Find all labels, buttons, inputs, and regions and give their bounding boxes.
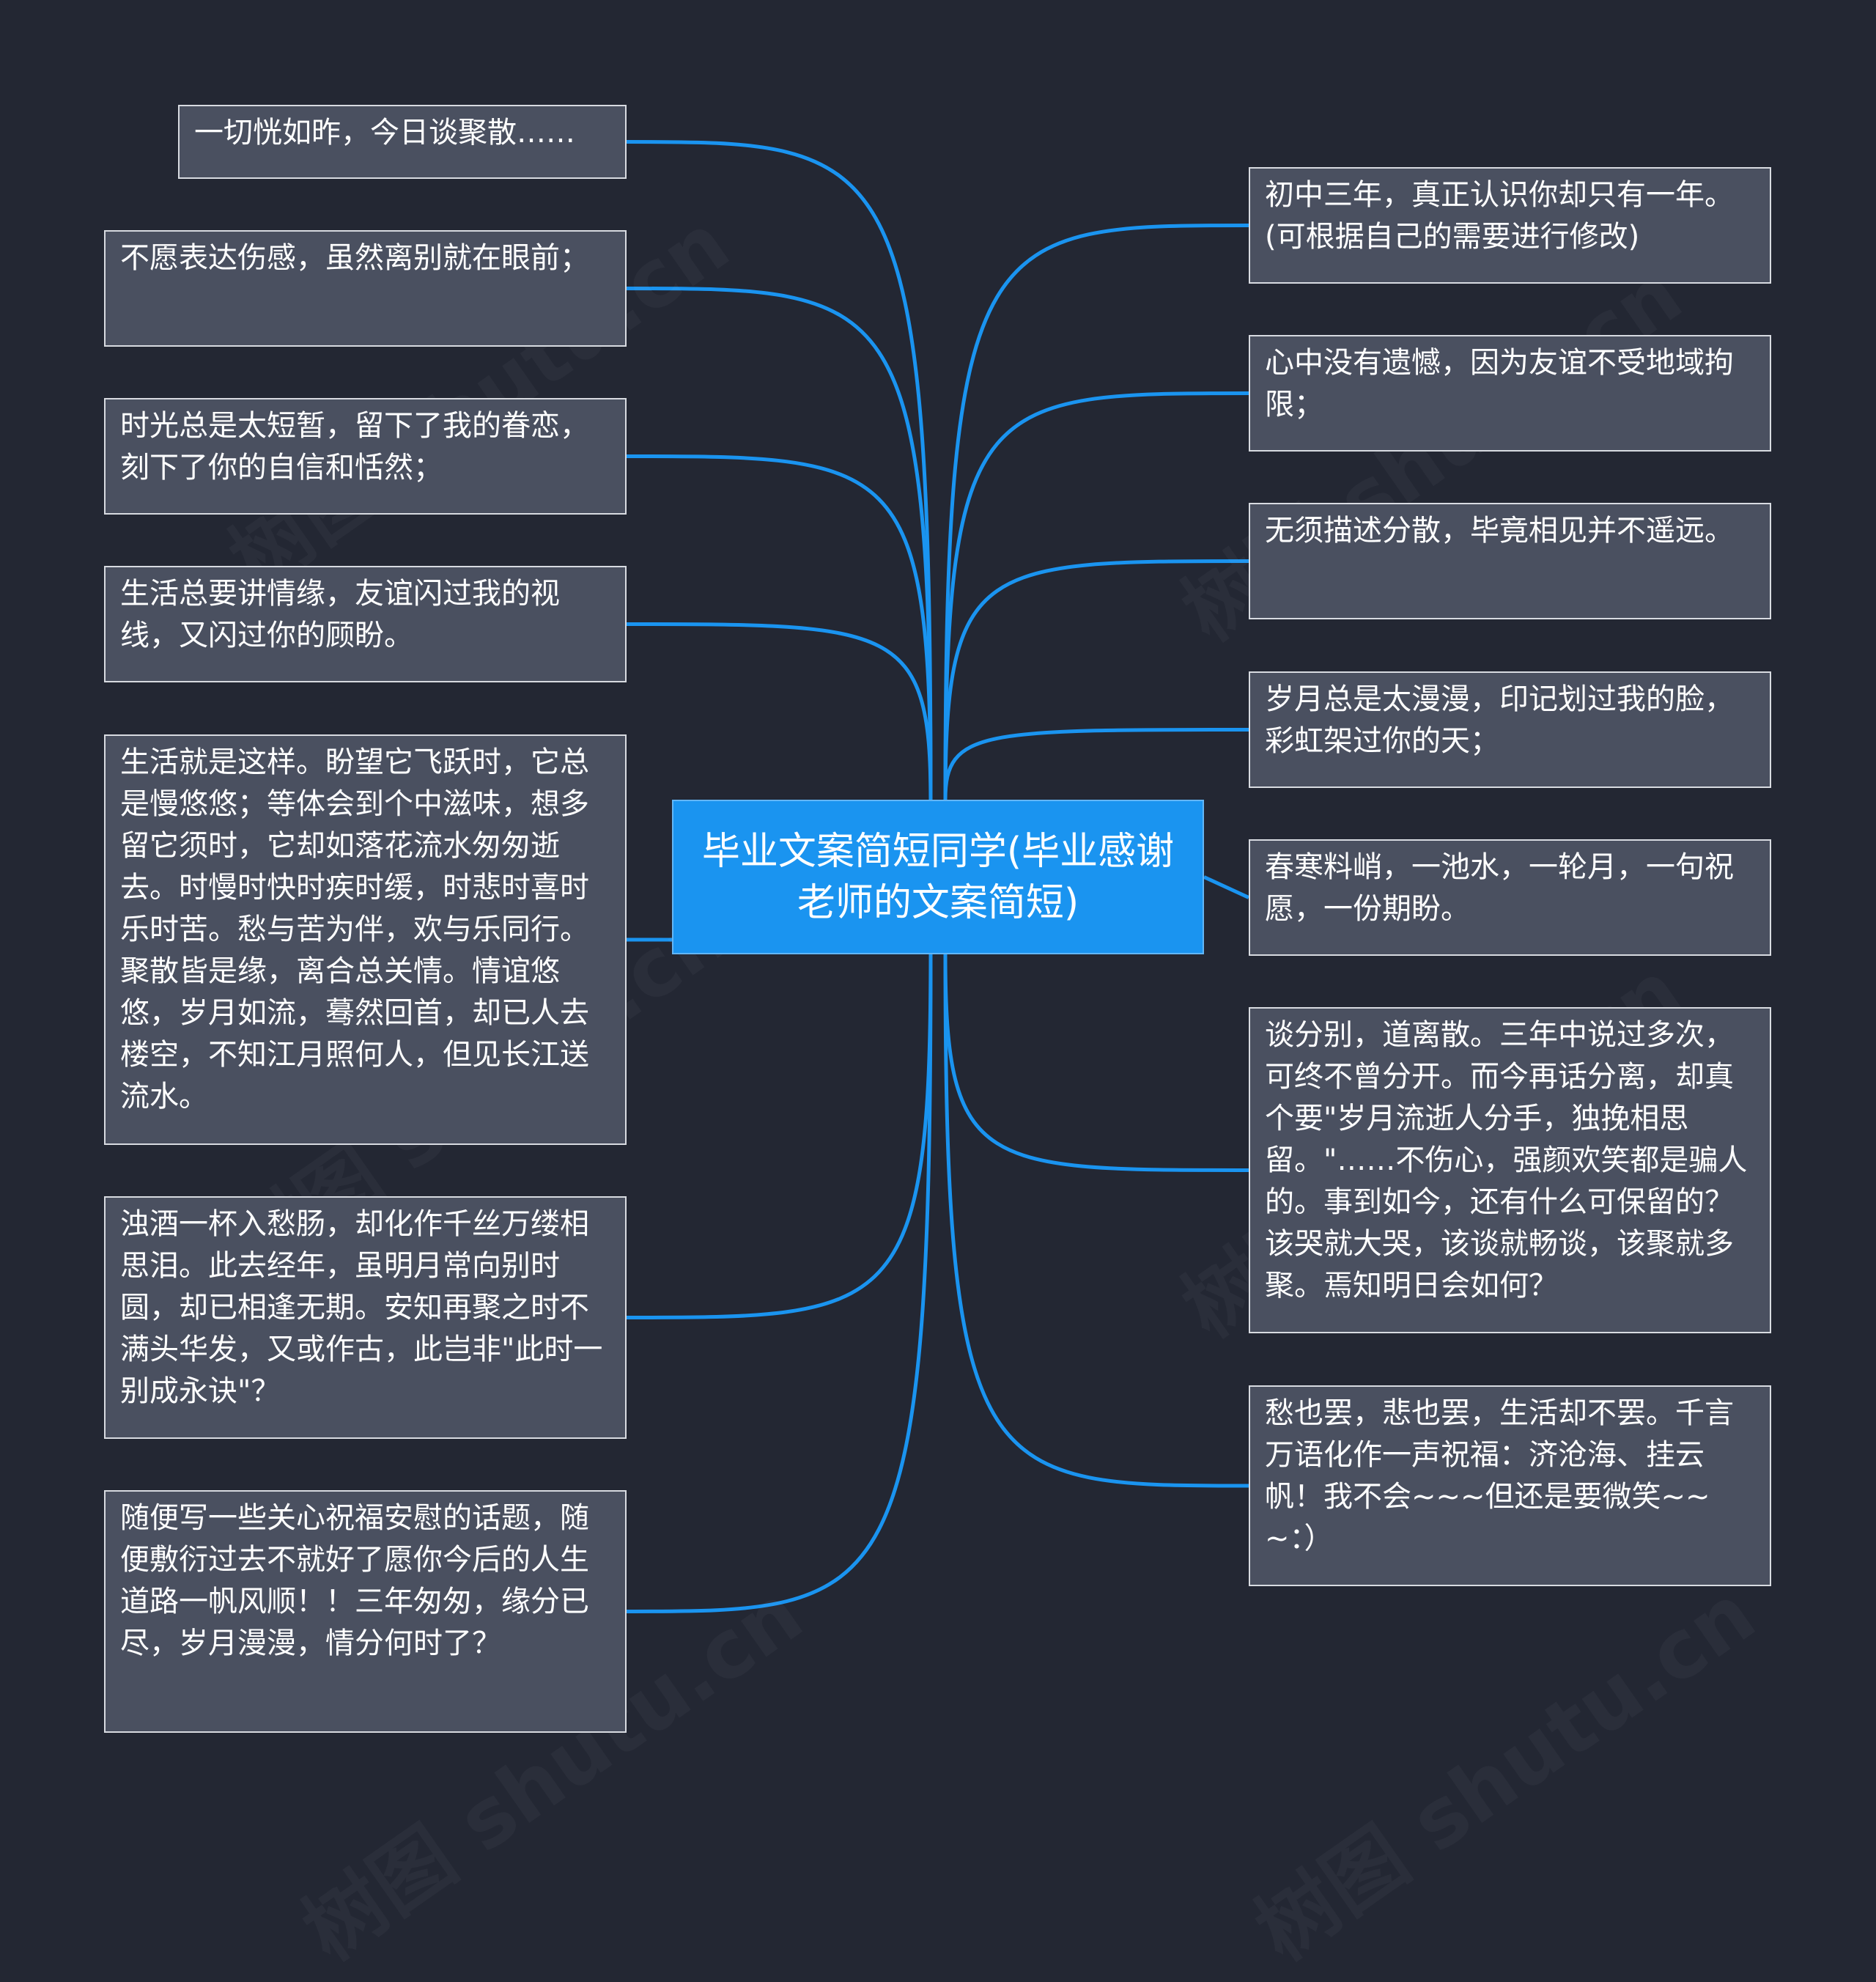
node-text: 春寒料峭，一池水，一轮月，一句祝愿，一份期盼。 (1265, 850, 1734, 926)
right-node[interactable]: 心中没有遗憾，因为友谊不受地域拘限； (1249, 335, 1771, 452)
node-text: 愁也罢，悲也罢，生活却不罢。千言万语化作一声祝福：济沧海、挂云帆！我不会~~~但… (1265, 1396, 1734, 1555)
right-node[interactable]: 初中三年，真正认识你却只有一年。(可根据自己的需要进行修改) (1249, 167, 1771, 284)
right-node[interactable]: 春寒料峭，一池水，一轮月，一句祝愿，一份期盼。 (1249, 839, 1771, 956)
right-node[interactable]: 无须描述分散，毕竟相见并不遥远。 (1249, 503, 1771, 619)
right-node[interactable]: 岁月总是太漫漫，印记划过我的脸，彩虹架过你的天； (1249, 671, 1771, 788)
node-text: 浊酒一杯入愁肠，却化作千丝万缕相思泪。此去经年，虽明月常向别时圆，却已相逢无期。… (120, 1207, 603, 1408)
connector-line (626, 622, 933, 800)
connector-line (943, 954, 1249, 1488)
left-node[interactable]: 生活就是这样。盼望它飞跃时，它总是慢悠悠；等体会到个中滋味，想多留它须时，它却如… (104, 734, 627, 1145)
node-text: 一切恍如昨，今日谈聚散…… (194, 116, 575, 150)
node-text: 岁月总是太漫漫，印记划过我的脸，彩虹架过你的天； (1265, 682, 1734, 758)
right-node[interactable]: 谈分别，道离散。三年中说过多次，可终不曾分开。而今再话分离，却真个要"岁月流逝人… (1249, 1007, 1771, 1333)
connector-line (943, 728, 1249, 800)
node-text: 初中三年，真正认识你却只有一年。(可根据自己的需要进行修改) (1265, 178, 1734, 254)
left-node[interactable]: 时光总是太短暂，留下了我的眷恋，刻下了你的自信和恬然； (104, 398, 627, 515)
connector-line (626, 140, 933, 800)
central-topic[interactable]: 毕业文案简短同学(毕业感谢老师的文案简短) (672, 800, 1204, 954)
right-node[interactable]: 愁也罢，悲也罢，生活却不罢。千言万语化作一声祝福：济沧海、挂云帆！我不会~~~但… (1249, 1385, 1771, 1586)
node-text: 生活就是这样。盼望它飞跃时，它总是慢悠悠；等体会到个中滋味，想多留它须时，它却如… (120, 745, 589, 1113)
left-node[interactable]: 随便写一些关心祝福安慰的话题，随便敷衍过去不就好了愿你今后的人生道路一帆风顺！！… (104, 1490, 627, 1733)
connector-lines (626, 140, 1250, 1613)
connector-line (943, 954, 1249, 1172)
node-text: 无须描述分散，毕竟相见并不遥远。 (1265, 514, 1734, 548)
connector-line (626, 954, 933, 1613)
connector-line (626, 954, 933, 1319)
left-node[interactable]: 浊酒一杯入愁肠，却化作千丝万缕相思泪。此去经年，虽明月常向别时圆，却已相逢无期。… (104, 1196, 627, 1439)
connector-line (1203, 875, 1250, 899)
central-topic-label: 毕业文案简短同学(毕业感谢老师的文案简短) (701, 829, 1175, 925)
node-text: 谈分别，道离散。三年中说过多次，可终不曾分开。而今再话分离，却真个要"岁月流逝人… (1265, 1018, 1748, 1303)
left-node[interactable]: 不愿表达伤感，虽然离别就在眼前； (104, 230, 627, 347)
connector-line (626, 454, 933, 800)
node-text: 心中没有遗憾，因为友谊不受地域拘限； (1265, 346, 1734, 421)
left-node[interactable]: 生活总要讲情缘，友谊闪过我的视线，又闪过你的顾盼。 (104, 566, 627, 682)
left-node[interactable]: 一切恍如昨，今日谈聚散…… (178, 105, 627, 179)
node-text: 不愿表达伤感，虽然离别就在眼前； (120, 241, 589, 275)
node-text: 生活总要讲情缘，友谊闪过我的视线，又闪过你的顾盼。 (120, 577, 560, 652)
node-text: 随便写一些关心祝福安慰的话题，随便敷衍过去不就好了愿你今后的人生道路一帆风顺！！… (120, 1501, 589, 1660)
connector-line (943, 224, 1249, 800)
connector-line (626, 287, 933, 800)
node-text: 时光总是太短暂，留下了我的眷恋，刻下了你的自信和恬然； (120, 409, 589, 485)
connector-line (943, 559, 1249, 800)
connector-line (943, 391, 1249, 800)
